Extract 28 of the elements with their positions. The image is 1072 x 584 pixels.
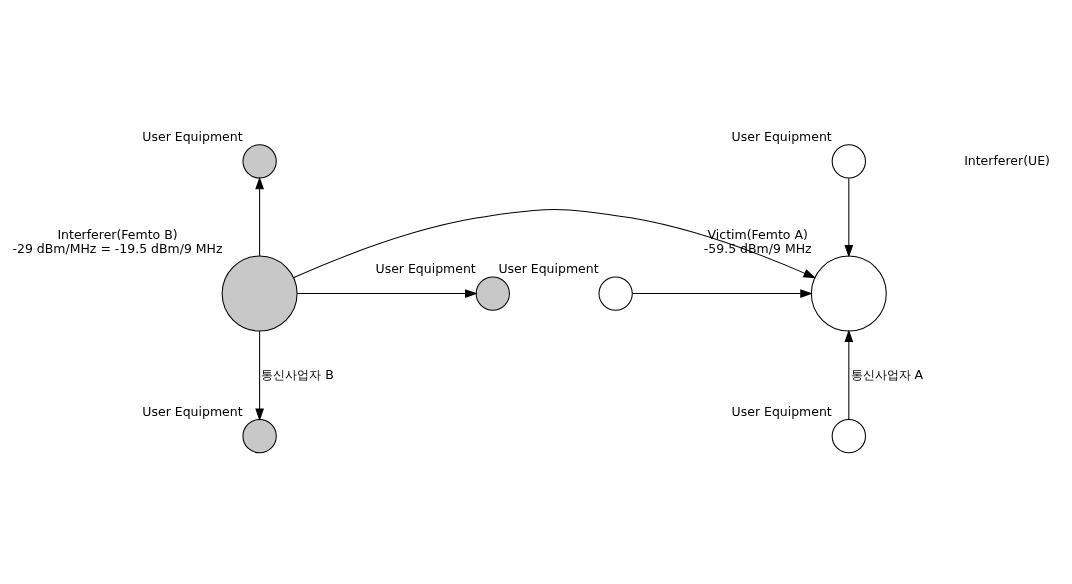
- arrow: [844, 177, 854, 258]
- arrow: [844, 329, 854, 420]
- node-label: User Equipment: [498, 261, 599, 277]
- node-label: User Equipment: [731, 403, 832, 419]
- node-circle: [242, 144, 277, 179]
- arrow: [631, 289, 813, 298]
- node-label: User Equipment: [142, 129, 243, 145]
- node-label: Victim(Femto A): [707, 227, 808, 243]
- arrow: [255, 330, 264, 421]
- node-label: -29 dBm/MHz = -19.5 dBm/9 MHz: [12, 240, 223, 256]
- label: Interferer(UE): [964, 152, 1050, 168]
- arrow: [293, 208, 816, 279]
- node-label: -59.5 dBm/9 MHz: [703, 240, 812, 256]
- node-circle: [598, 276, 633, 311]
- node-label: Interferer(Femto B): [57, 227, 178, 243]
- node-label: User Equipment: [375, 261, 476, 277]
- edge-label: 통신사업자 B: [261, 366, 334, 382]
- arrow: [296, 289, 478, 298]
- node-circle: [831, 419, 866, 454]
- arrow: [255, 176, 264, 257]
- node-label: User Equipment: [142, 403, 243, 419]
- node-circle: [221, 255, 298, 332]
- node-circle: [475, 276, 510, 311]
- edge-label: 통신사업자 A: [850, 366, 924, 382]
- node-circle: [831, 144, 866, 179]
- node-circle: [242, 419, 277, 454]
- node-label: User Equipment: [731, 129, 832, 145]
- node-circle: [810, 255, 887, 332]
